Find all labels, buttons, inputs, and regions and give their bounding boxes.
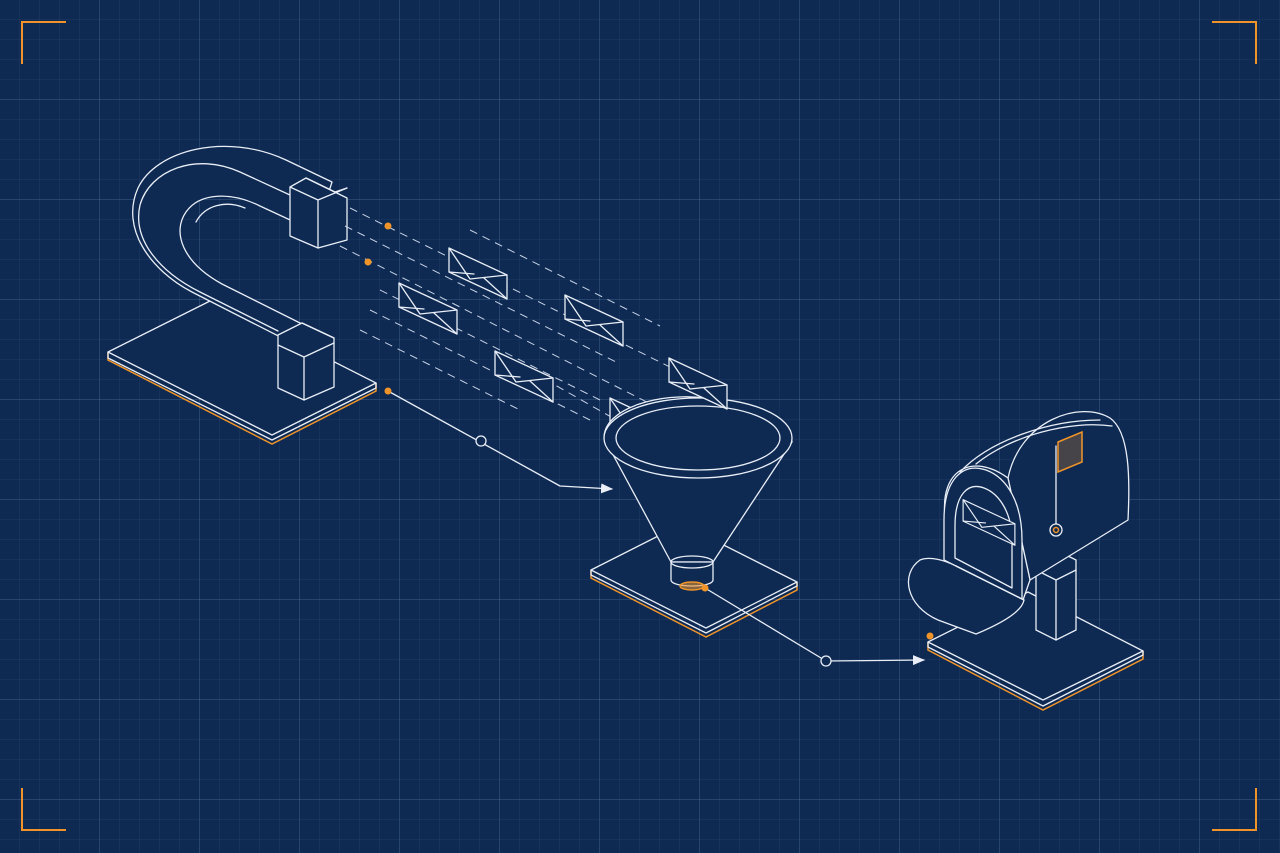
envelope-icon	[494, 350, 554, 403]
connector-funnel-to-mailbox	[701, 584, 925, 667]
corner-bottom-left	[21, 788, 66, 831]
magnet-body	[132, 145, 333, 348]
mailbox-icon	[907, 410, 1144, 711]
magnet-base	[107, 299, 377, 445]
flag-icon	[1049, 430, 1083, 537]
envelope-icon	[448, 247, 508, 300]
corner-bottom-right	[1212, 788, 1257, 831]
mailbox-door	[907, 557, 1025, 640]
magnet-pole-bottom	[277, 322, 335, 401]
funnel-icon	[590, 396, 798, 638]
field-dot-1	[384, 222, 392, 230]
magnet-icon	[107, 145, 377, 445]
connector-magnet-to-funnel	[384, 387, 613, 494]
corner-marks	[21, 21, 1257, 831]
magnet-field-lines	[339, 207, 691, 463]
magnet-pole-top	[289, 177, 348, 249]
corner-top-left	[21, 21, 66, 64]
corner-top-right	[1212, 21, 1257, 64]
funnel-body	[603, 396, 793, 591]
field-dot-2	[364, 258, 372, 266]
